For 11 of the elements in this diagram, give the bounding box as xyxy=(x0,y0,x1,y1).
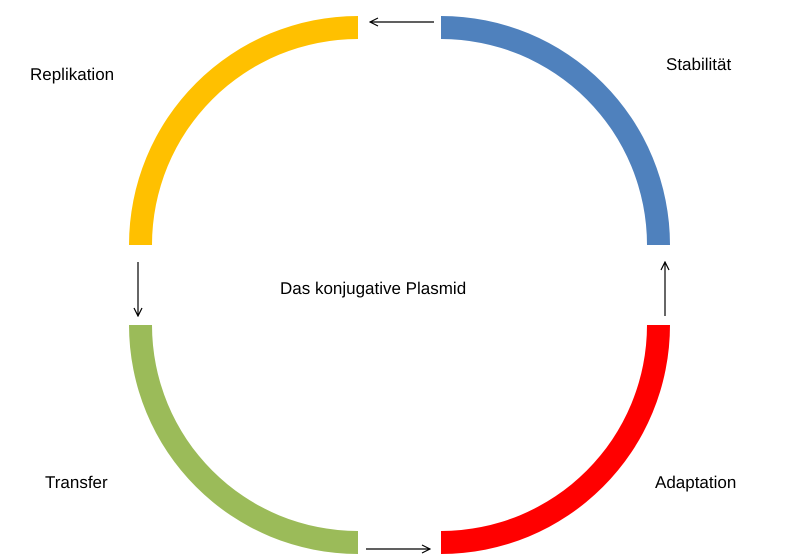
segment-label: Replikation xyxy=(30,65,114,85)
arrow xyxy=(660,261,670,316)
segment-label: Adaptation xyxy=(655,473,736,493)
segment-label: Transfer xyxy=(45,473,108,493)
arrow xyxy=(366,544,431,554)
arc-segment xyxy=(129,16,358,245)
segment-label: Stabilität xyxy=(666,55,732,75)
arc-segment xyxy=(129,325,358,554)
center-title: Das konjugative Plasmid xyxy=(280,279,466,299)
arrow xyxy=(369,17,434,27)
arrow xyxy=(133,262,143,317)
